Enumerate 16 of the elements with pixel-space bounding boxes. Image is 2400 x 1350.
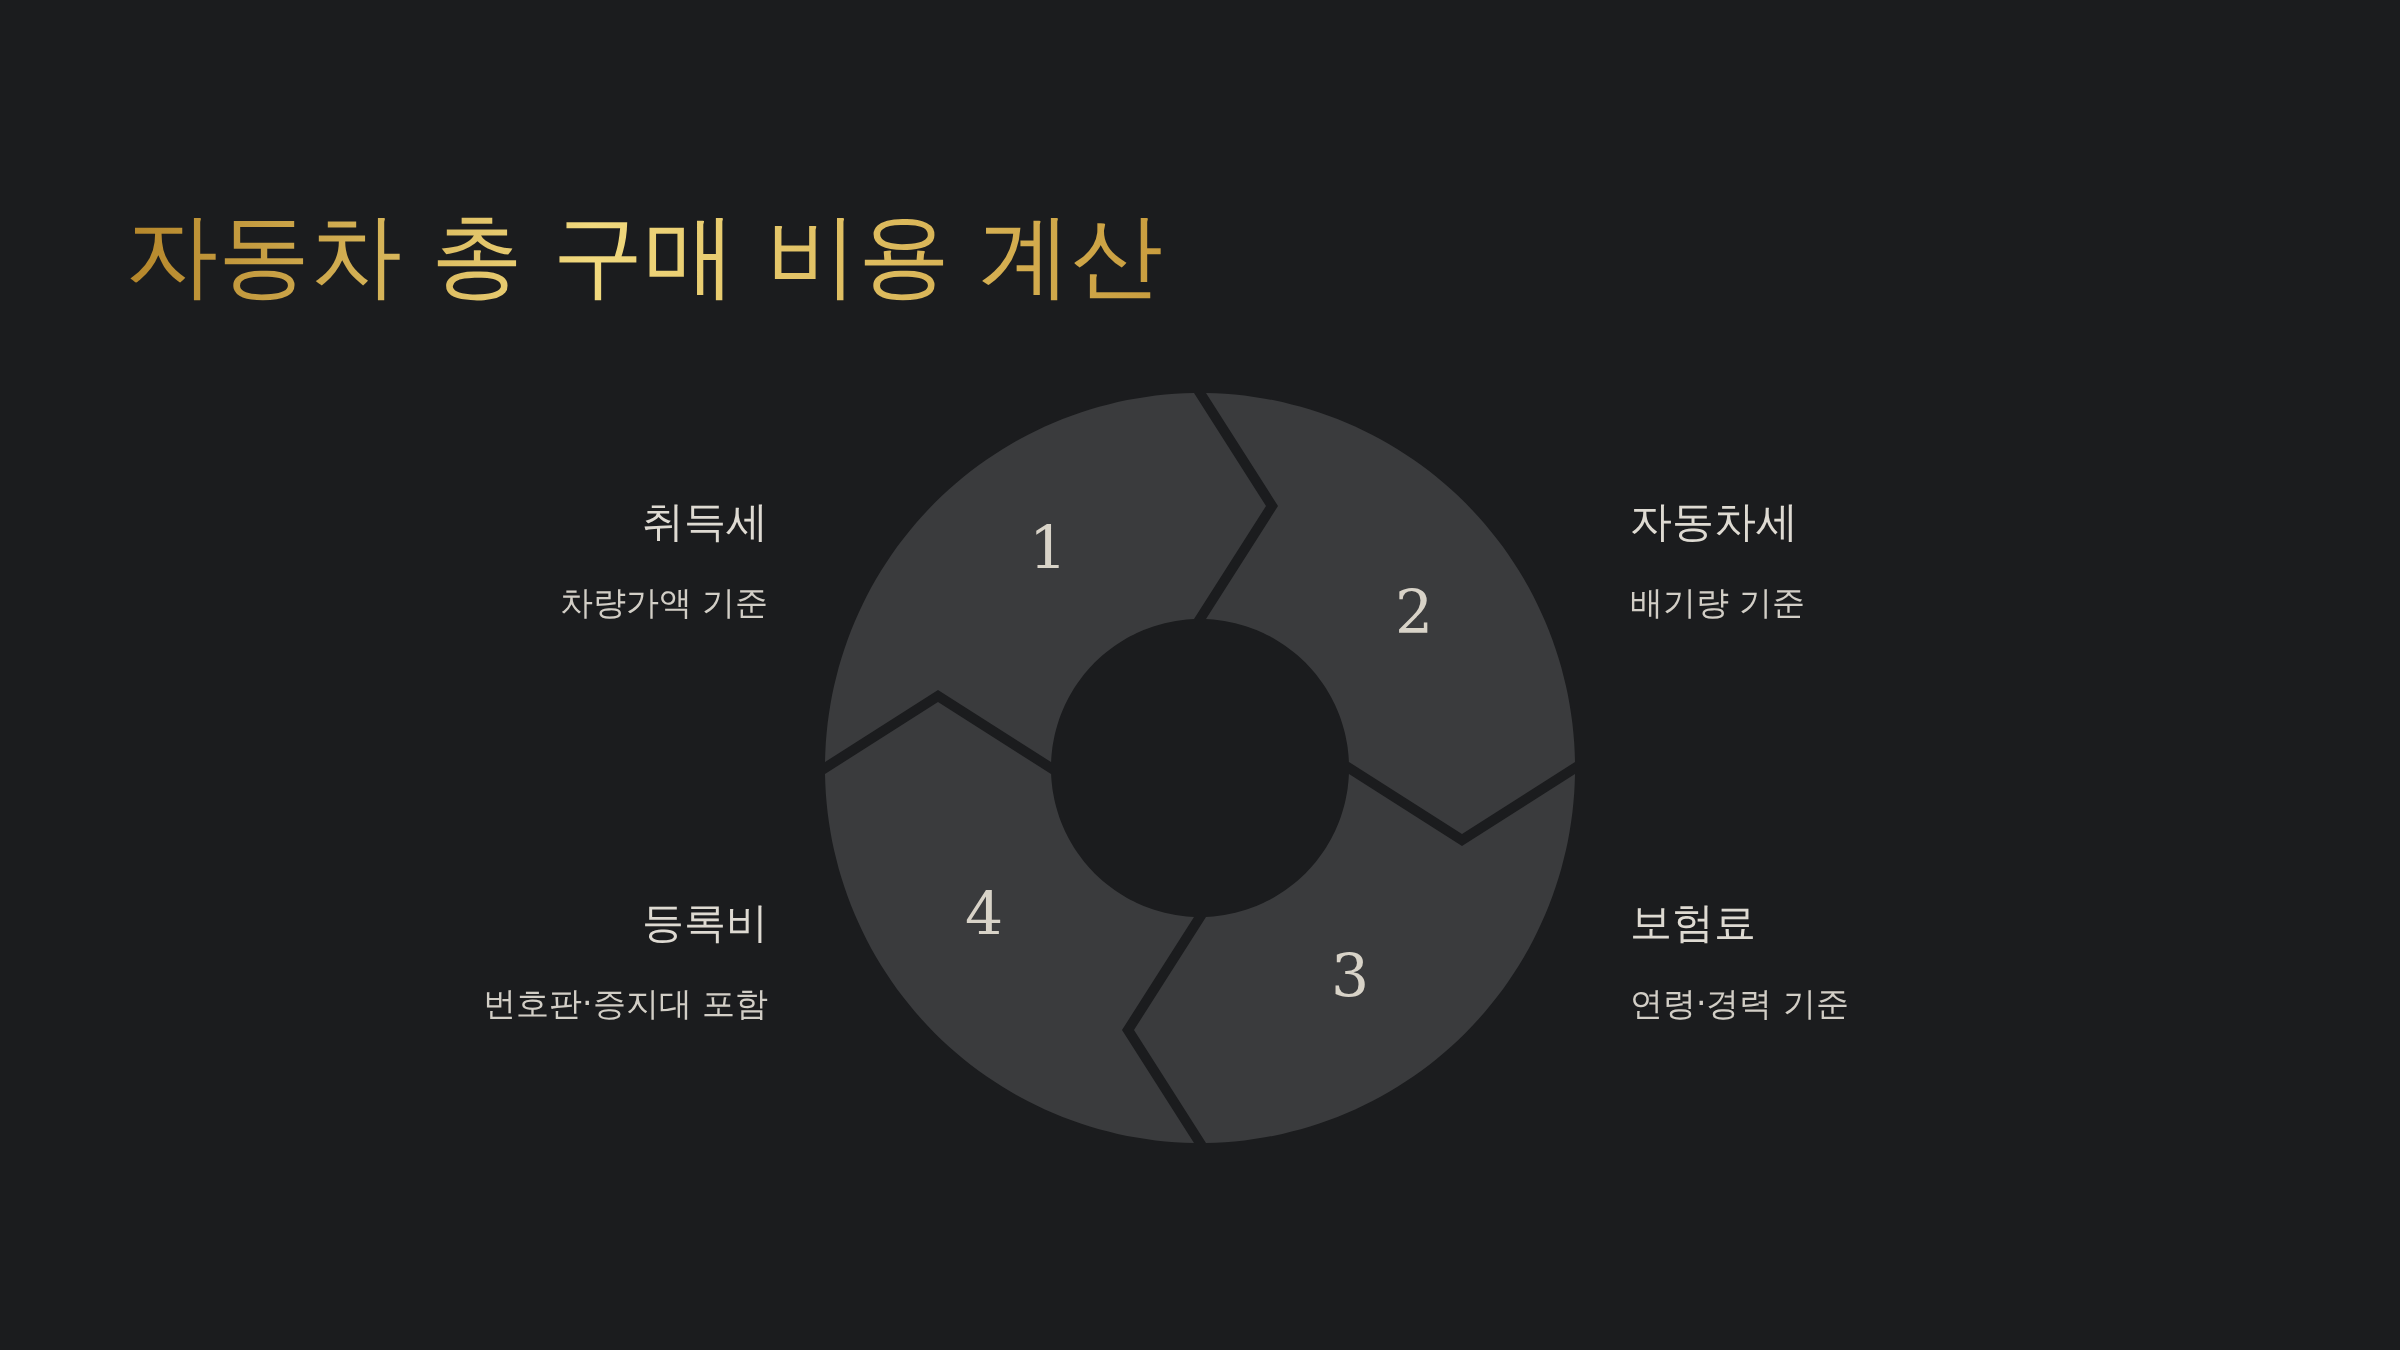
cost-description: 번호판·증지대 포함 xyxy=(483,983,768,1025)
cost-description: 배기량 기준 xyxy=(1630,582,1806,624)
cost-heading: 등록비 xyxy=(642,897,768,949)
ring-segment xyxy=(1134,774,1575,1143)
ring-segment xyxy=(1206,393,1575,834)
step-number: 2 xyxy=(1394,577,1434,647)
cost-heading: 취득세 xyxy=(642,496,768,548)
step-number: 1 xyxy=(1028,513,1068,583)
ring-segment xyxy=(825,702,1194,1143)
cost-heading: 보험료 xyxy=(1630,897,1756,949)
cost-heading: 자동차세 xyxy=(1630,496,1798,548)
cost-description: 연령·경력 기준 xyxy=(1630,983,1849,1025)
step-number: 3 xyxy=(1330,941,1370,1011)
ring-segment xyxy=(825,393,1266,762)
cost-description: 차량가액 기준 xyxy=(559,582,768,624)
step-number: 4 xyxy=(964,879,1004,949)
